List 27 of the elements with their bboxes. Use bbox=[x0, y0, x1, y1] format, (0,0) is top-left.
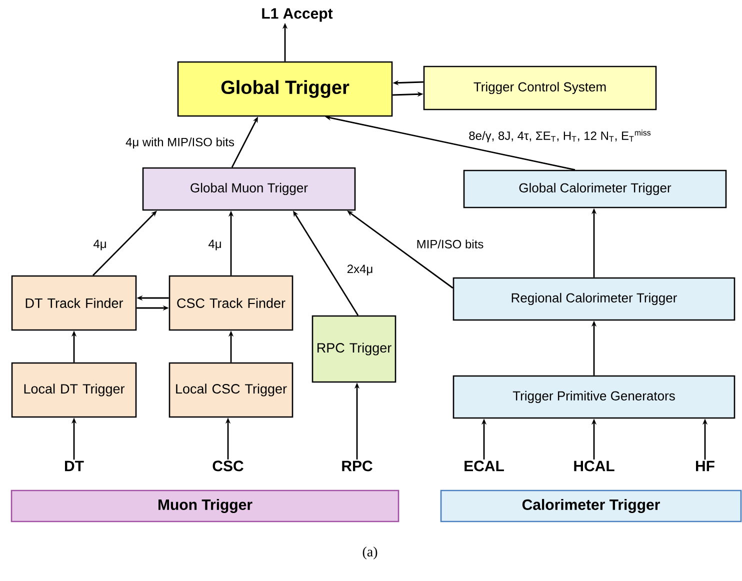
edge-label: 4μ bbox=[207, 238, 223, 252]
input-label: ECAL bbox=[464, 460, 504, 472]
input-label: DT bbox=[65, 460, 84, 472]
trigger-box: Global Calorimeter Trigger bbox=[463, 170, 727, 208]
trigger-box: Local CSC Trigger bbox=[168, 362, 294, 418]
edge-label: 4μ bbox=[92, 238, 108, 252]
generator-box: Trigger Primitive Generators bbox=[452, 375, 736, 419]
caption: (a) bbox=[362, 546, 378, 560]
edge-label: 2x4μ bbox=[346, 264, 374, 276]
edge-label: MIP/ISO bits bbox=[415, 238, 485, 250]
control-box: Trigger Control System bbox=[423, 66, 657, 110]
trigger-box: RPC Trigger bbox=[312, 315, 396, 383]
finder-box: CSC Track Finder bbox=[168, 275, 294, 331]
input-label: CSC bbox=[212, 460, 244, 472]
input-label: HF bbox=[696, 460, 714, 472]
finder-box: DT Track Finder bbox=[11, 275, 137, 331]
trigger-box: Global Trigger bbox=[177, 61, 393, 117]
edge-label: 4μ with MIP/ISO bits bbox=[124, 136, 236, 150]
input-label: RPC bbox=[342, 460, 372, 472]
output-label: L1 Accept bbox=[262, 8, 333, 22]
trigger-box: Regional Calorimeter Trigger bbox=[452, 277, 736, 321]
trigger-box: Global Muon Trigger bbox=[142, 167, 356, 211]
input-label: HCAL bbox=[574, 460, 614, 472]
edge-label: 8e/γ, 8J, 4τ, ΣE$_{T}$, H$_{T}$, 12 N$_{T}$, E$_{T}$miss bbox=[468, 128, 652, 144]
trigger-box: Local DT Trigger bbox=[11, 362, 137, 418]
section-band: Calorimeter Trigger bbox=[440, 490, 742, 522]
section-band: Muon Trigger bbox=[10, 490, 400, 522]
